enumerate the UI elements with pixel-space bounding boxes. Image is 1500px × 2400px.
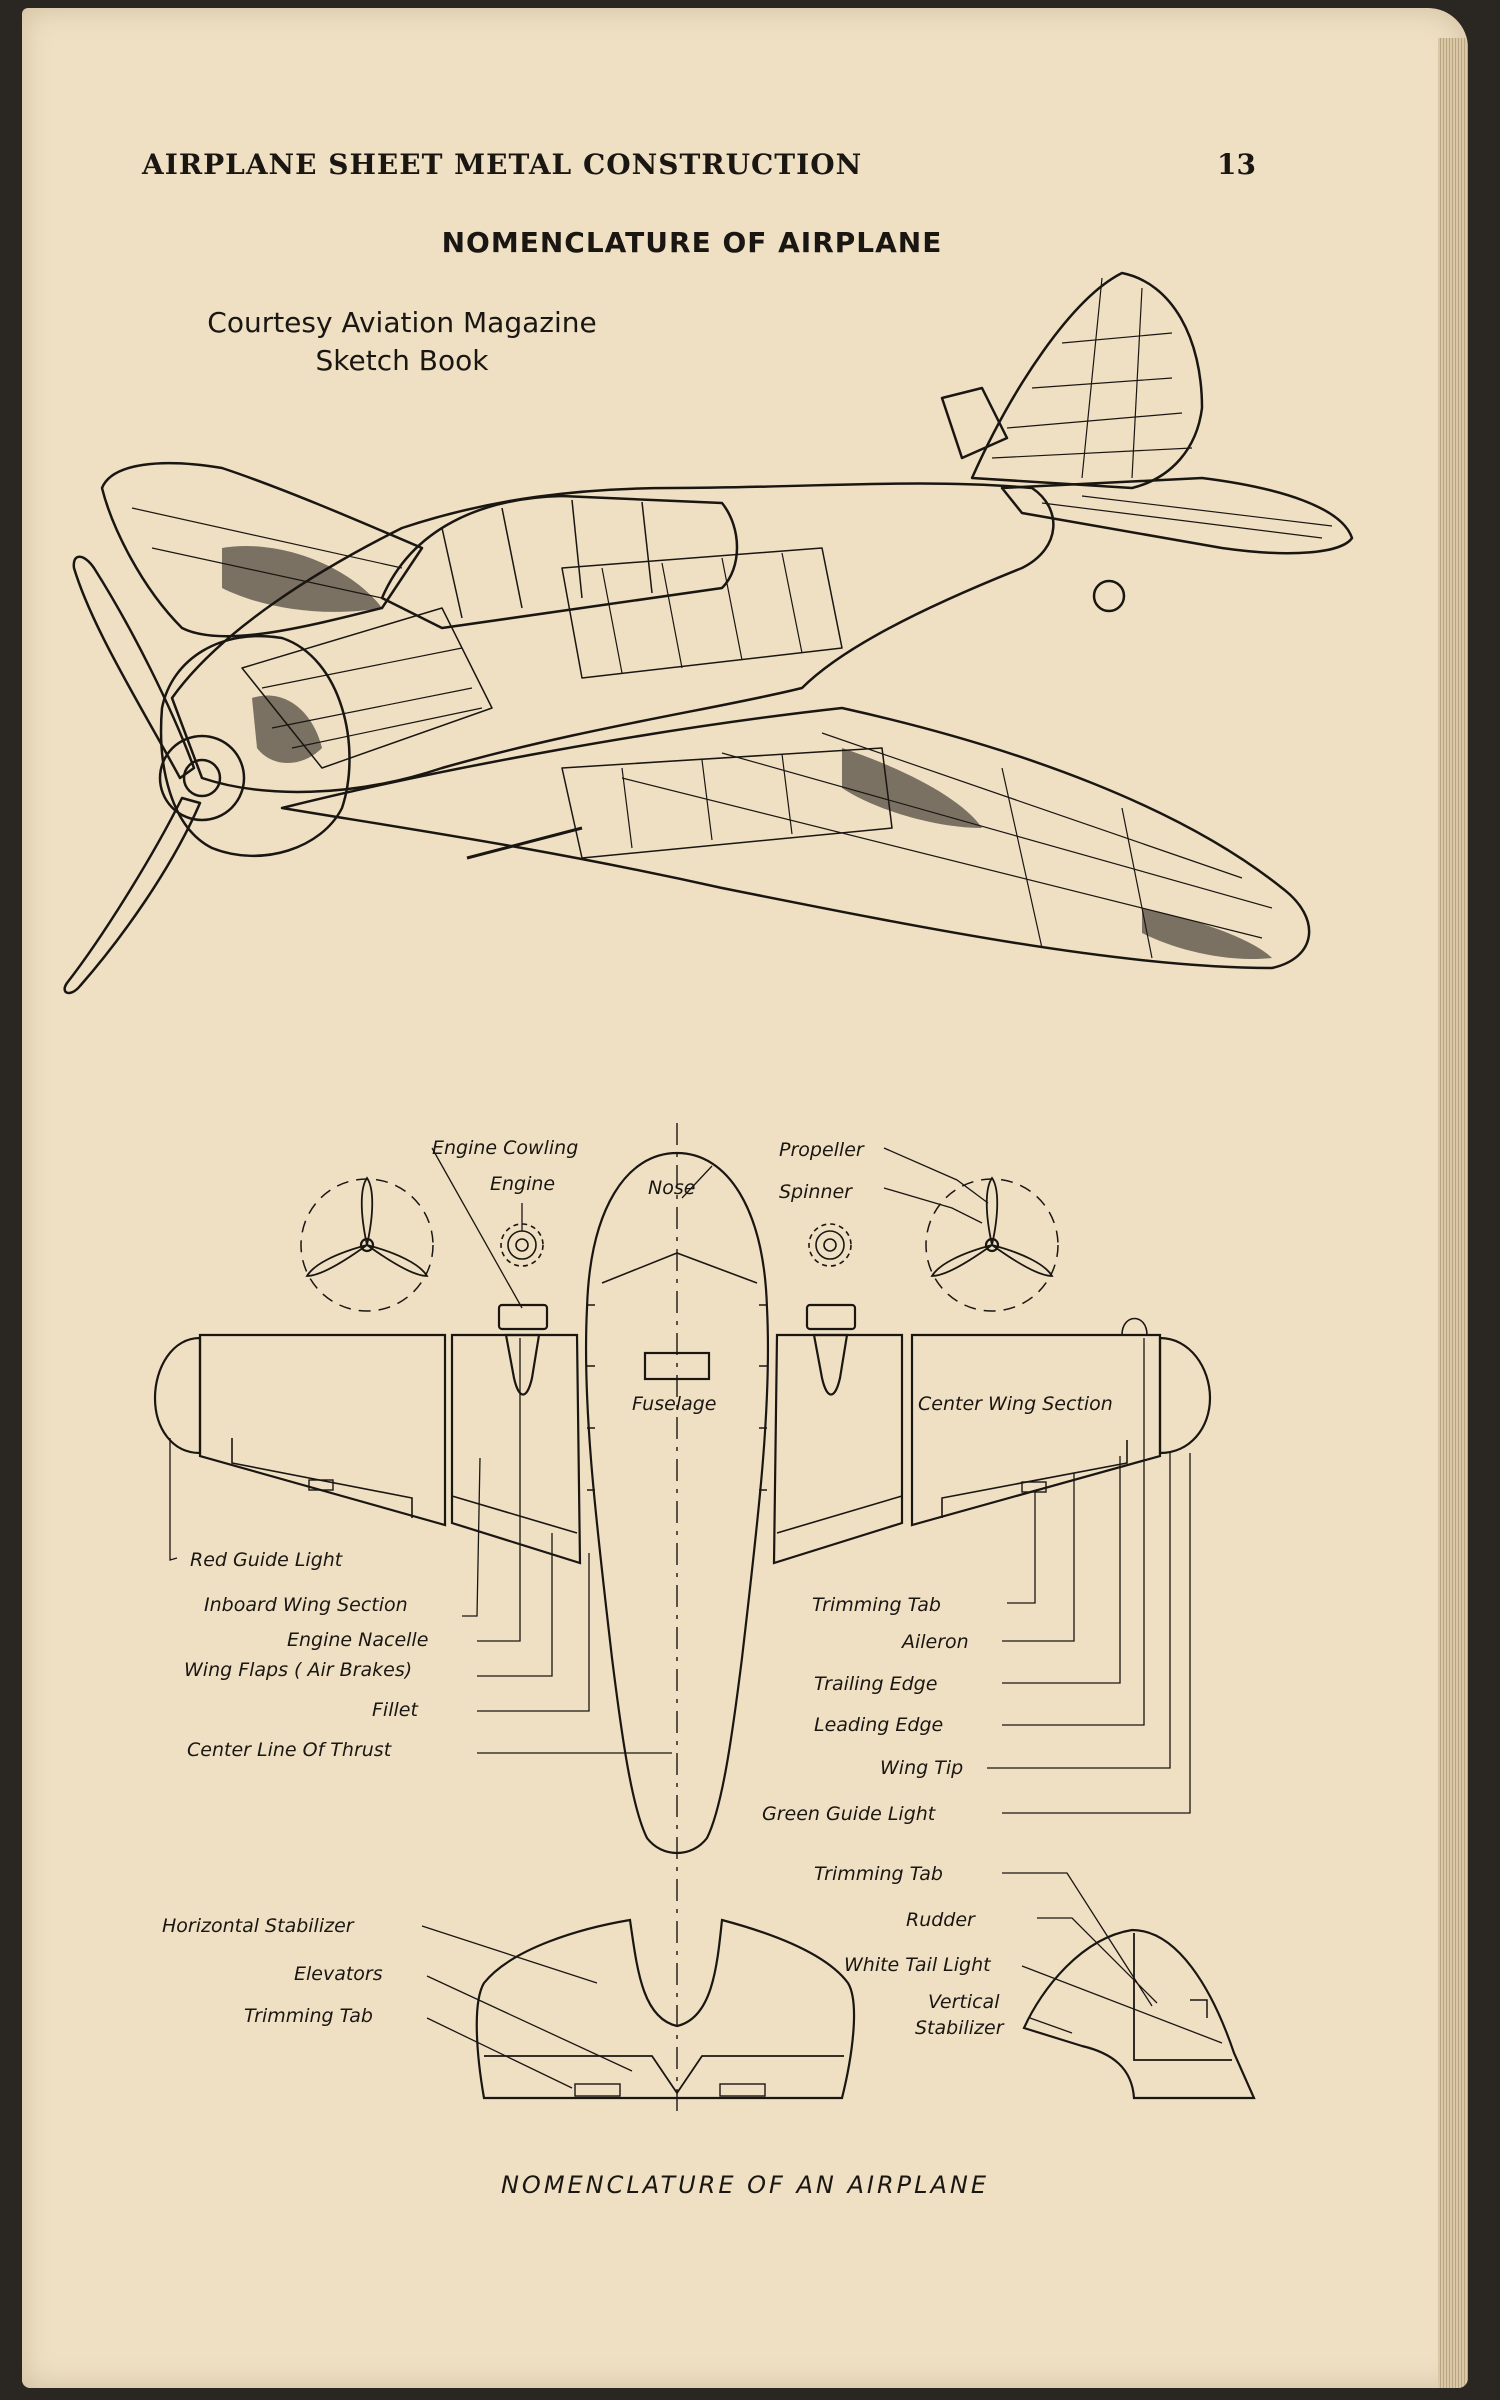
label-fuselage: Fuselage [632,1393,716,1415]
page-edge [1438,38,1468,2388]
label-engine-nacelle: Engine Nacelle [287,1629,428,1651]
leader-lines [169,1147,1223,2089]
right-wing-tip [1158,1336,1212,1455]
label-center-wing-section: Center Wing Section [918,1393,1113,1415]
cutaway-tail-fin [970,271,1204,490]
label-spinner: Spinner [779,1181,853,1203]
cutaway-wing [280,706,1311,970]
right-engine-icon [808,1223,852,1267]
right-center-wing-section [910,1333,1162,1527]
label-engine-cowling: Engine Cowling [432,1137,578,1159]
label-trimming-tab-rudder: Trimming Tab [814,1863,943,1885]
left-nacelle [504,1333,541,1396]
cutaway-propeller [72,555,196,780]
left-center-wing-section [198,1333,447,1527]
cutaway-canopy [380,494,739,630]
cutaway-horizontal-stabilizer [1000,476,1354,555]
right-nacelle-cowling [805,1303,857,1331]
label-center-line-of-thrust: Center Line Of Thrust [187,1739,393,1761]
credit-line: Courtesy Aviation Magazine Sketch Book [172,304,632,380]
label-wing-tip: Wing Tip [880,1757,963,1779]
left-wing-tip [153,1336,202,1455]
label-fillet: Fillet [372,1699,419,1721]
right-propeller-icon [925,1176,1059,1312]
cutaway-cowling [159,634,351,857]
cutaway-illustration: Engine Cowling Engine Nose Propeller Spi… [63,271,1354,2118]
label-trimming-tab-wing: Trimming Tab [812,1594,941,1616]
label-inboard-wing-section: Inboard Wing Section [204,1594,408,1616]
label-leading-edge: Leading Edge [814,1714,943,1736]
credit-line-1: Courtesy Aviation Magazine [207,306,597,339]
label-nose: Nose [648,1177,695,1199]
book-page: AIRPLANE SHEET METAL CONSTRUCTION 13 NOM… [22,8,1468,2388]
label-white-tail-light: White Tail Light [844,1954,992,1976]
label-trailing-edge: Trailing Edge [814,1673,937,1695]
planform-diagram [153,1123,1256,2118]
label-propeller: Propeller [779,1139,865,1161]
running-head: AIRPLANE SHEET METAL CONSTRUCTION [142,148,863,181]
label-green-guide-light: Green Guide Light [762,1803,937,1825]
right-nacelle [812,1333,849,1396]
label-red-guide-light: Red Guide Light [190,1549,344,1571]
cutaway-fuselage [170,482,1055,794]
label-horizontal-stabilizer: Horizontal Stabilizer [162,1915,355,1937]
credit-line-2: Sketch Book [315,344,489,377]
figure-caption: NOMENCLATURE OF AN AIRPLANE [500,2171,990,2199]
vertical-stabilizer-outline [1022,1928,1256,2100]
label-rudder: Rudder [906,1909,976,1931]
label-trimming-tab-elevator: Trimming Tab [244,2005,373,2027]
right-inboard-wing-section [772,1333,904,1565]
label-engine: Engine [490,1173,555,1195]
page-number: 13 [1217,148,1256,181]
label-stabilizer: Stabilizer [915,2017,1005,2039]
left-propeller-icon [300,1176,434,1312]
horizontal-stabilizer-outline [475,1918,856,2100]
label-elevators: Elevators [294,1963,383,1985]
nomenclature-labels: Engine Cowling Engine Nose Propeller Spi… [162,1137,1113,2039]
label-wing-flaps: Wing Flaps ( Air Brakes) [184,1659,412,1681]
left-nacelle-cowling [497,1303,549,1331]
figure-title: NOMENCLATURE OF AIRPLANE [441,226,943,259]
label-vertical: Vertical [928,1991,1000,2013]
fuselage-outline [584,1151,770,1854]
label-aileron: Aileron [900,1631,969,1653]
